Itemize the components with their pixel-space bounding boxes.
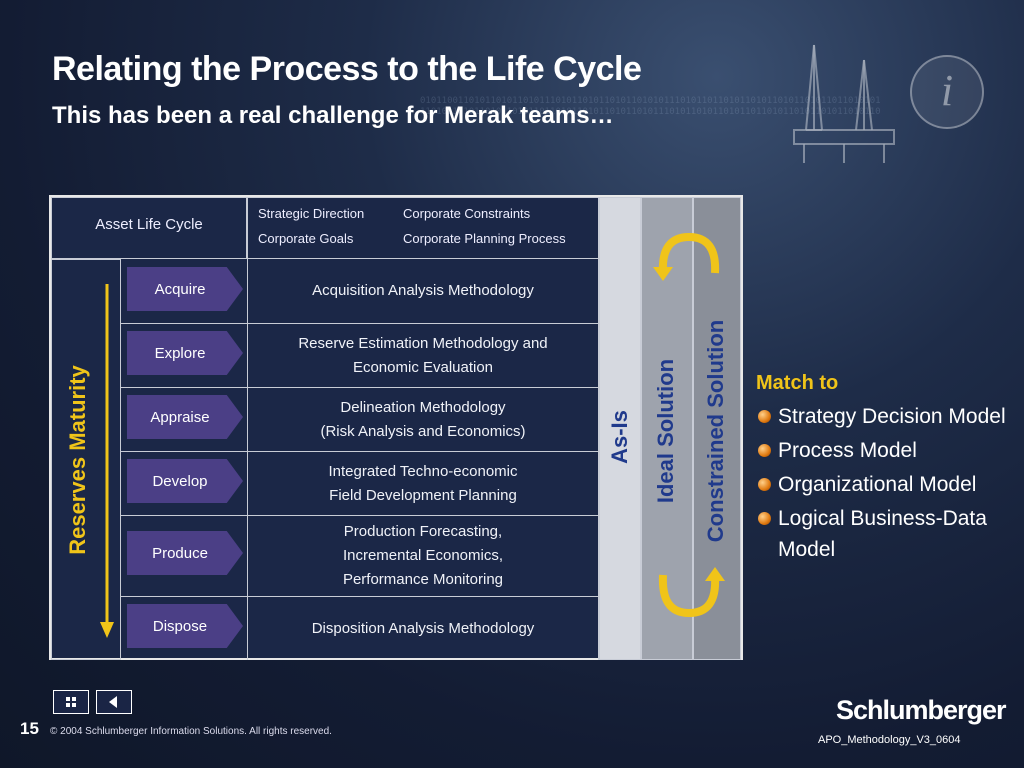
cycle-arrow-icon [658, 567, 725, 617]
method-acquire: Acquisition Analysis Methodology [247, 259, 599, 323]
header-item: Corporate Goals [258, 231, 354, 246]
bullet-icon [758, 410, 771, 423]
constrained-solution-label: Constrained Solution [703, 319, 728, 543]
grid-icon [66, 697, 76, 707]
phase-explore: Explore [127, 331, 243, 375]
page-number: 15 [20, 719, 39, 738]
document-id: APO_Methodology_V3_0604 [818, 734, 961, 746]
list-item: Strategy Decision Model [756, 401, 1024, 432]
match-heading: Match to [756, 372, 839, 394]
slide-title: Relating the Process to the Life Cycle [52, 50, 642, 88]
method-produce: Production Forecasting,Incremental Econo… [247, 515, 599, 596]
phase-produce: Produce [127, 531, 243, 575]
header-asset-life-cycle: Asset Life Cycle [51, 197, 247, 259]
phase-dispose: Dispose [127, 604, 243, 648]
as-is-column: As-Is [599, 197, 641, 660]
down-arrow-icon [100, 284, 114, 638]
list-item: Logical Business-Data Model [756, 503, 1024, 565]
method-appraise: Delineation Methodology(Risk Analysis an… [247, 387, 599, 451]
list-item: Process Model [756, 435, 1024, 466]
header-corporate: Strategic Direction Corporate Constraint… [247, 197, 599, 259]
methodology-column: Acquisition Analysis Methodology Reserve… [247, 259, 599, 660]
phase-acquire: Acquire [127, 267, 243, 311]
phase-develop: Develop [127, 459, 243, 503]
match-to-list: Match to Strategy Decision Model Process… [756, 372, 1024, 568]
list-item: Organizational Model [756, 469, 1024, 500]
previous-slide-button[interactable] [96, 690, 132, 714]
bullet-icon [758, 512, 771, 525]
binary-decoration: 0101100110101101011010111010110101101011… [420, 96, 881, 117]
bullet-icon [758, 444, 771, 457]
life-cycle-table: Asset Life Cycle Strategic Direction Cor… [49, 195, 743, 660]
method-dispose: Disposition Analysis Methodology [247, 596, 599, 660]
reserves-maturity-label: Reserves Maturity [65, 365, 90, 555]
header-item: Corporate Planning Process [403, 231, 566, 246]
ideal-solution-label: Ideal Solution [653, 358, 678, 504]
reserves-column [51, 259, 121, 660]
copyright: © 2004 Schlumberger Information Solution… [50, 726, 332, 737]
company-logo: Schlumberger [836, 695, 1007, 725]
grid-view-button[interactable] [53, 690, 89, 714]
as-is-label: As-Is [607, 410, 632, 464]
phase-appraise: Appraise [127, 395, 243, 439]
slide-subtitle: This has been a real challenge for Merak… [52, 102, 614, 129]
back-arrow-icon [109, 696, 117, 708]
oil-rig-icon [793, 44, 895, 163]
header-item: Corporate Constraints [403, 206, 531, 221]
phase-column: Acquire Explore Appraise Develop Produce… [121, 259, 247, 660]
cycle-arrow-icon [653, 233, 720, 281]
header-item: Strategic Direction [258, 206, 365, 221]
bullet-icon [758, 478, 771, 491]
info-icon: i [910, 55, 984, 129]
